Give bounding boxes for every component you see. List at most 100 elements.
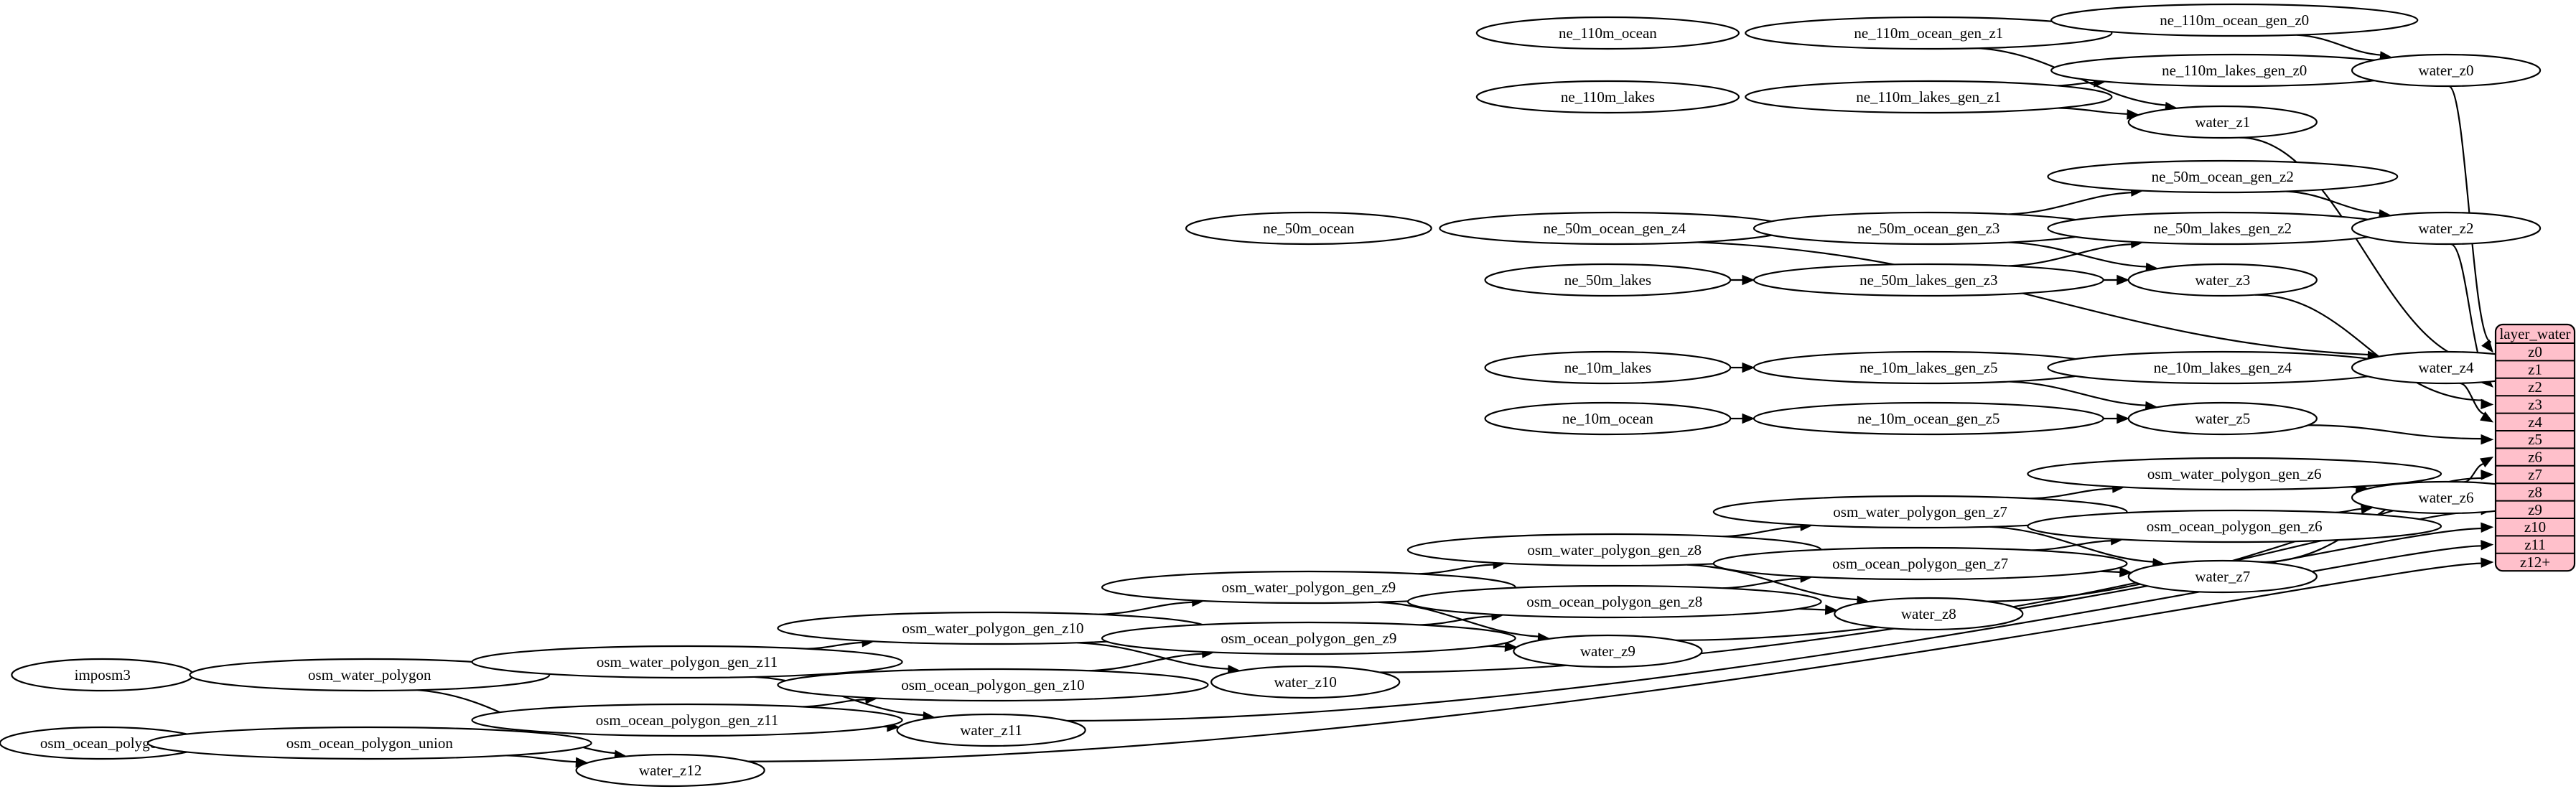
node-ne_50m_lakes[interactable]: ne_50m_lakes [1484, 263, 1732, 297]
table-row-z3[interactable]: z3 [2528, 396, 2542, 413]
node-osm_ocean_polygon_union[interactable]: osm_ocean_polygon_union [146, 726, 592, 760]
node-water_z9[interactable]: water_z9 [1513, 634, 1703, 668]
node-ne_10m_lakes_gen_z4[interactable]: ne_10m_lakes_gen_z4 [2047, 350, 2399, 385]
table-row-z2[interactable]: z2 [2528, 378, 2542, 396]
node-water_z5[interactable]: water_z5 [2127, 401, 2318, 436]
table-row-z12plus[interactable]: z12+ [2520, 554, 2550, 571]
node-water_z0[interactable]: water_z0 [2351, 53, 2542, 88]
node-label: ne_50m_ocean_gen_z4 [1544, 220, 1686, 237]
edge-water_z5-to-layer_water_z5 [2307, 424, 2483, 440]
table-row-z4[interactable]: z4 [2528, 414, 2542, 431]
edge-ne_110m_ocean_gen_z0-to-water_z0 [2297, 34, 2382, 56]
node-ne_10m_ocean_gen_z5[interactable]: ne_10m_ocean_gen_z5 [1753, 401, 2104, 436]
table-row-z8[interactable]: z8 [2528, 483, 2542, 500]
node-water_z2[interactable]: water_z2 [2351, 211, 2542, 246]
node-shape [2351, 53, 2542, 88]
node-ne_10m_lakes[interactable]: ne_10m_lakes [1484, 350, 1732, 385]
node-ne_50m_ocean[interactable]: ne_50m_ocean [1185, 211, 1432, 246]
node-osm_ocean_polygon_gen_z11[interactable]: osm_ocean_polygon_gen_z11 [471, 703, 903, 737]
node-osm_ocean_polygon_gen_z7[interactable]: osm_ocean_polygon_gen_z7 [1712, 546, 2128, 581]
node-ne_10m_lakes_gen_z5[interactable]: ne_10m_lakes_gen_z5 [1753, 350, 2104, 385]
node-label: water_z10 [1274, 673, 1336, 691]
edge-arrowhead [2481, 557, 2494, 568]
node-ne_50m_lakes_gen_z2[interactable]: ne_50m_lakes_gen_z2 [2047, 211, 2399, 246]
node-shape [1101, 621, 1516, 655]
node-label: water_z1 [2195, 113, 2250, 131]
edge-osm_water_polygon_gen_z7-to-osm_water_polygon_gen_z6 [2030, 487, 2114, 500]
edge-water_z4-to-layer_water_z4 [2459, 382, 2487, 416]
node-shape [1406, 584, 1822, 619]
node-ne_50m_ocean_gen_z2[interactable]: ne_50m_ocean_gen_z2 [2047, 159, 2399, 194]
table-row-z6[interactable]: z6 [2528, 449, 2542, 466]
edge-arrowhead [2480, 411, 2494, 423]
node-shape [2027, 457, 2442, 491]
node-water_z3[interactable]: water_z3 [2127, 263, 2318, 297]
node-ne_110m_lakes[interactable]: ne_110m_lakes [1475, 80, 1740, 114]
node-label: water_z6 [2419, 489, 2474, 506]
node-label: ne_50m_ocean_gen_z2 [2152, 168, 2294, 185]
node-shape [146, 726, 592, 760]
node-ne_50m_ocean_gen_z4[interactable]: ne_50m_ocean_gen_z4 [1439, 211, 1791, 246]
node-label: ne_110m_ocean_gen_z0 [2160, 11, 2309, 29]
node-water_z12[interactable]: water_z12 [575, 753, 765, 788]
node-label: water_z12 [639, 762, 701, 779]
node-ne_110m_ocean_gen_z1[interactable]: ne_110m_ocean_gen_z1 [1745, 16, 2113, 50]
node-shape [1484, 401, 1732, 436]
node-ne_110m_lakes_gen_z1[interactable]: ne_110m_lakes_gen_z1 [1745, 80, 2113, 114]
node-ne_10m_ocean[interactable]: ne_10m_ocean [1484, 401, 1732, 436]
edge-arrowhead [2480, 456, 2494, 468]
node-label: osm_ocean_polygon_gen_z7 [1832, 555, 2008, 572]
node-osm_water_polygon_gen_z6[interactable]: osm_water_polygon_gen_z6 [2027, 457, 2442, 491]
edge-osm_ocean_polygon_gen_z11-to-osm_ocean_polygon_gen_z10 [803, 699, 867, 708]
node-water_z8[interactable]: water_z8 [1834, 597, 2024, 631]
node-label: osm_water_polygon_gen_z8 [1527, 541, 1702, 559]
node-water_z1[interactable]: water_z1 [2127, 105, 2318, 139]
edge-water_z12-to-layer_water_z12_ [747, 562, 2483, 762]
table-row-z0[interactable]: z0 [2528, 343, 2542, 360]
node-shape [896, 713, 1086, 747]
node-osm_water_polygon_gen_z8[interactable]: osm_water_polygon_gen_z8 [1406, 533, 1822, 567]
edge-ne_50m_ocean_gen_z3-to-ne_50m_ocean_gen_z2 [2008, 191, 2133, 215]
node-ne_110m_ocean_gen_z0[interactable]: ne_110m_ocean_gen_z0 [2050, 3, 2419, 37]
edge-osm_ocean_polygon_gen_z8-to-osm_ocean_polygon_gen_z7 [1722, 577, 1803, 589]
node-osm_ocean_polygon_gen_z8[interactable]: osm_ocean_polygon_gen_z8 [1406, 584, 1822, 619]
edge-osm_ocean_polygon_gen_z10-to-osm_ocean_polygon_gen_z9 [1088, 653, 1204, 672]
edge-arrowhead [2481, 522, 2494, 533]
node-osm_ocean_polygon_gen_z10[interactable]: osm_ocean_polygon_gen_z10 [777, 668, 1209, 702]
node-osm_water_polygon_gen_z11[interactable]: osm_water_polygon_gen_z11 [471, 645, 903, 679]
node-label: ne_10m_lakes [1564, 359, 1651, 376]
table-row-z10[interactable]: z10 [2524, 518, 2546, 536]
edge-water_z11-to-layer_water_z11 [1067, 545, 2483, 722]
node-shape [1712, 495, 2128, 529]
node-osm_water_polygon_gen_z9[interactable]: osm_water_polygon_gen_z9 [1101, 570, 1516, 604]
table-row-z7[interactable]: z7 [2528, 466, 2542, 483]
node-osm_water_polygon_gen_z7[interactable]: osm_water_polygon_gen_z7 [1712, 495, 2128, 529]
node-shape [2127, 559, 2318, 594]
node-label: ne_110m_lakes_gen_z0 [2162, 62, 2307, 79]
node-shape [2351, 211, 2542, 246]
edge-arrowhead [2481, 470, 2494, 480]
node-shape [1753, 263, 2104, 297]
node-label: water_z7 [2195, 568, 2250, 585]
node-ne_50m_lakes_gen_z3[interactable]: ne_50m_lakes_gen_z3 [1753, 263, 2104, 297]
node-ne_110m_ocean[interactable]: ne_110m_ocean [1475, 16, 1740, 50]
table-row-z9[interactable]: z9 [2528, 501, 2542, 518]
node-shape [2050, 3, 2419, 37]
table-row-z1[interactable]: z1 [2528, 361, 2542, 378]
node-shape [1513, 634, 1703, 668]
table-row-z11[interactable]: z11 [2524, 536, 2546, 554]
node-water_z11[interactable]: water_z11 [896, 713, 1086, 747]
node-osm_ocean_polygon_gen_z9[interactable]: osm_ocean_polygon_gen_z9 [1101, 621, 1516, 655]
node-water_z10[interactable]: water_z10 [1210, 665, 1401, 699]
table-row-z5[interactable]: z5 [2528, 431, 2542, 448]
layer-water-table[interactable]: layer_waterz0z1z2z3z4z5z6z7z8z9z10z11z12… [2494, 323, 2576, 572]
node-osm_ocean_polygon_gen_z6[interactable]: osm_ocean_polygon_gen_z6 [2027, 509, 2442, 543]
node-label: osm_water_polygon_gen_z10 [902, 620, 1083, 637]
node-shape [2047, 159, 2399, 194]
node-imposm3[interactable]: imposm3 [11, 658, 195, 692]
node-water_z7[interactable]: water_z7 [2127, 559, 2318, 594]
edge-arrowhead [2117, 413, 2130, 424]
node-label: ne_50m_ocean_gen_z3 [1857, 220, 1999, 237]
node-osm_water_polygon[interactable]: osm_water_polygon [189, 658, 551, 692]
edge-arrowhead [1824, 604, 1838, 615]
